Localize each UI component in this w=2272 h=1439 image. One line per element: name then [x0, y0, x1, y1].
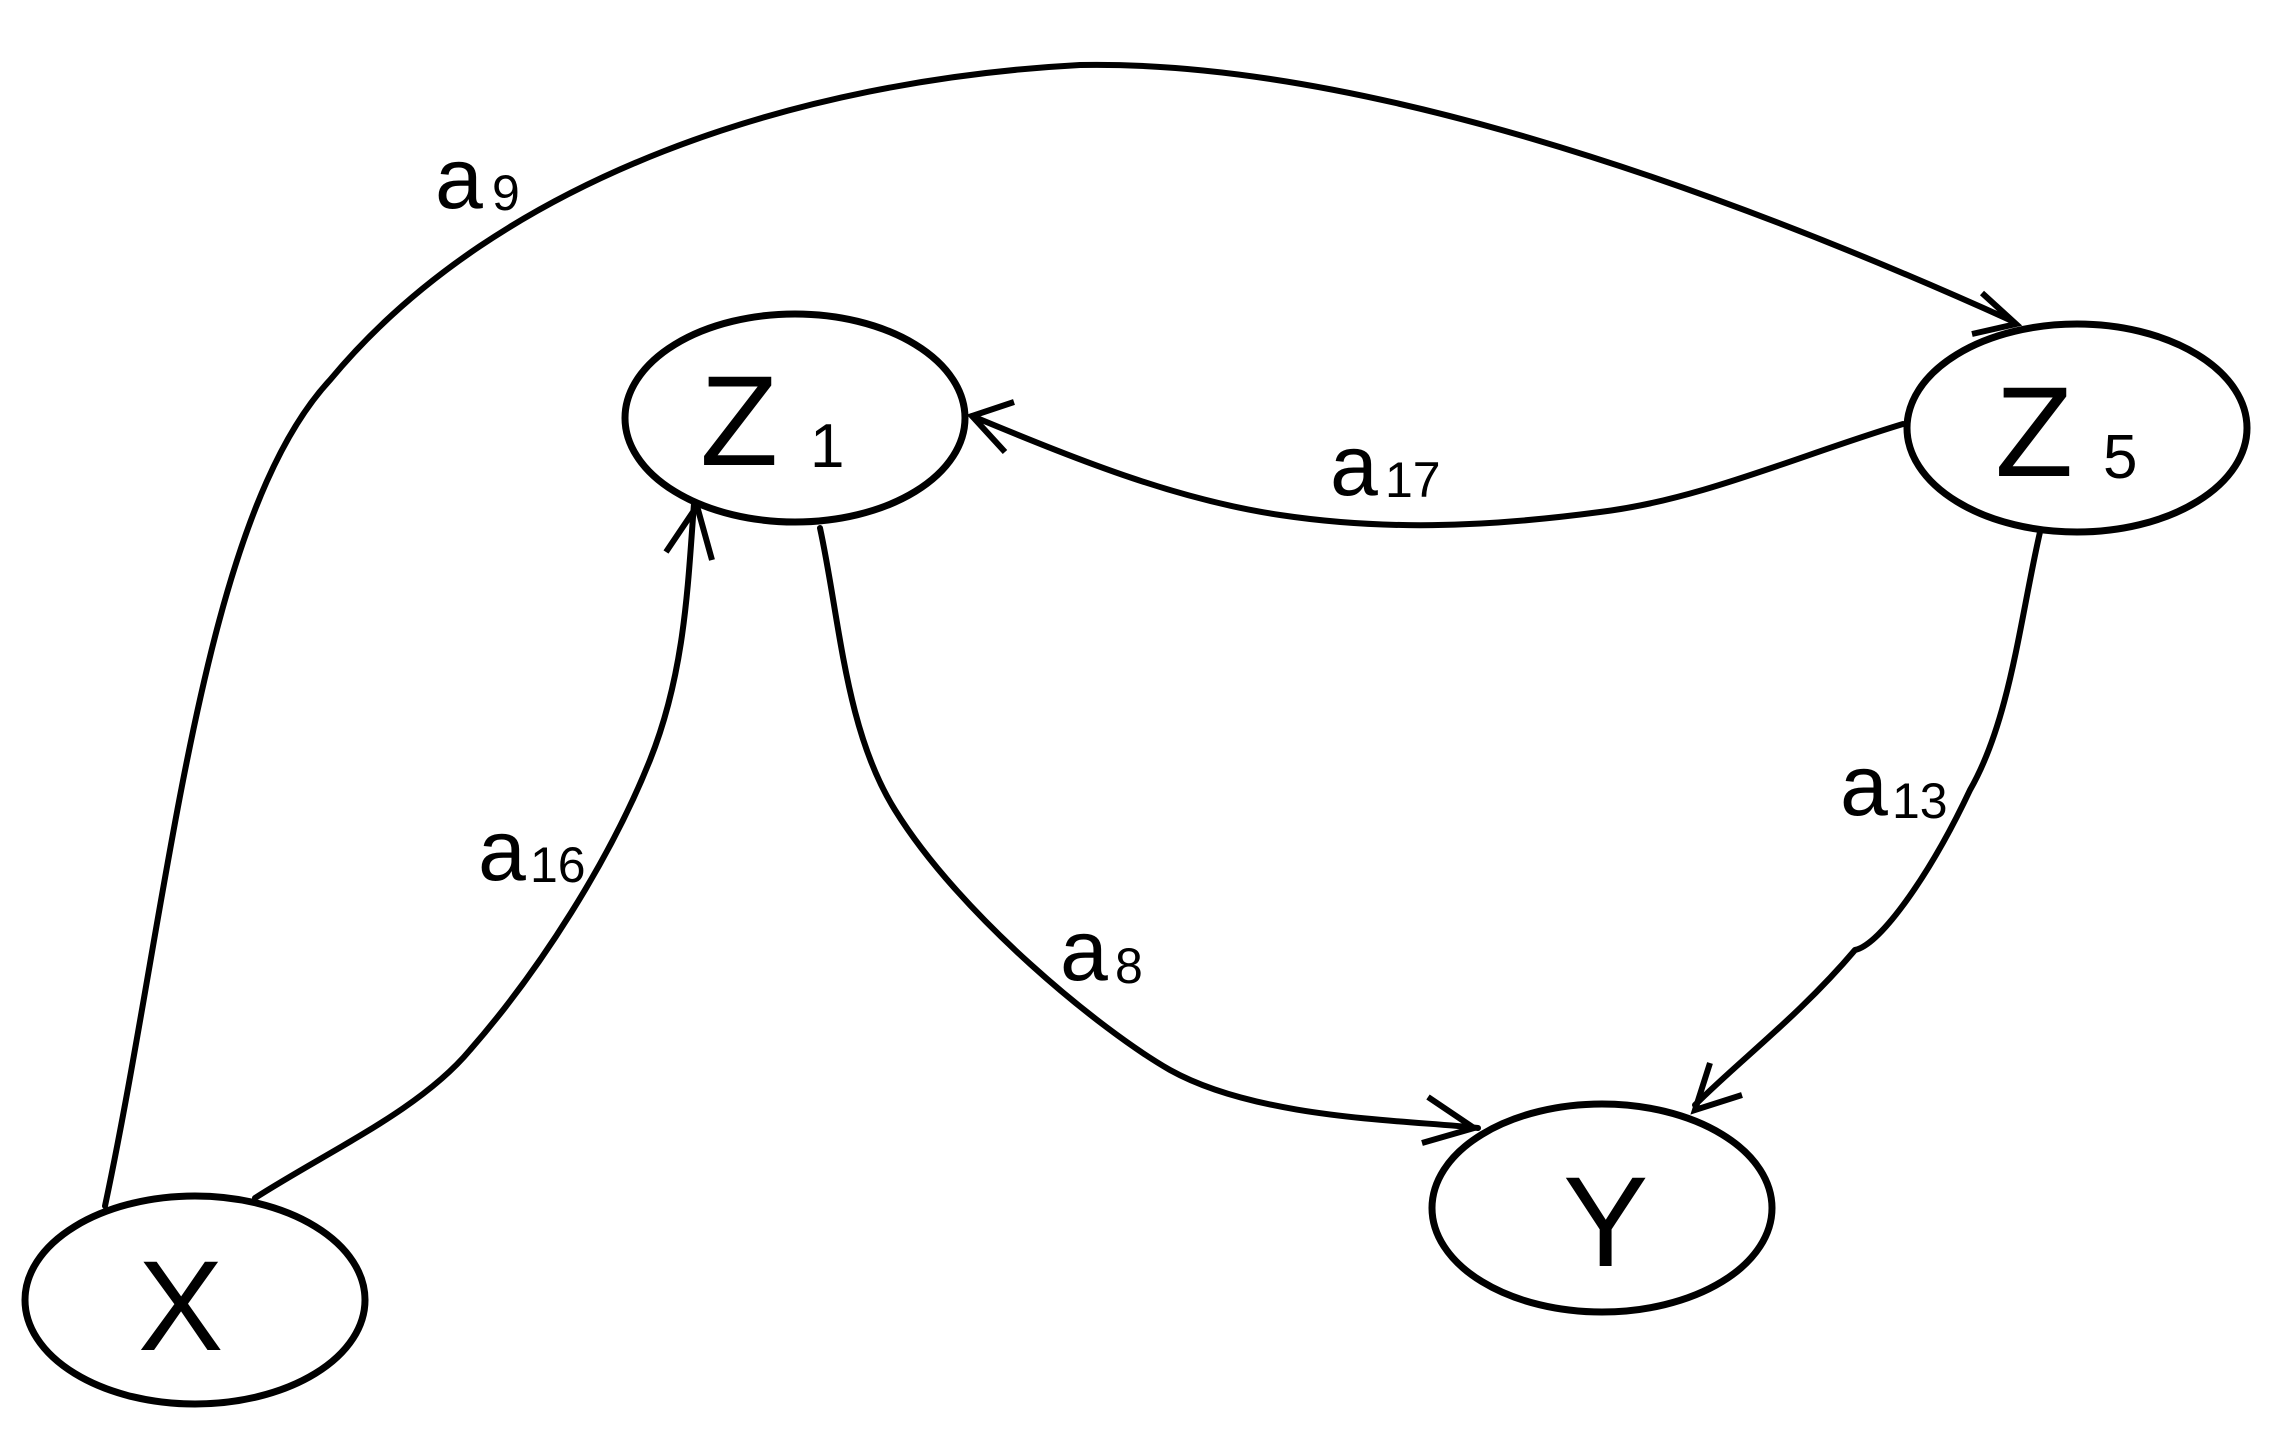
edge-label-a13-main: a	[1840, 738, 1888, 834]
edge-z1-to-y	[817, 525, 1482, 1146]
edge-label-a8-main: a	[1060, 903, 1108, 999]
edge-label-a16-subscript: 16	[530, 837, 586, 893]
edge-z5-to-z1	[966, 399, 1906, 529]
node-y-label: Y	[1563, 1151, 1648, 1294]
node-x: X	[21, 1192, 369, 1408]
edge-z5-to-z1-arrowhead	[966, 399, 1015, 455]
node-z5-label: Z	[1995, 361, 2073, 504]
node-z1-subscript: 1	[810, 412, 844, 481]
edge-label-a13-subscript: 13	[1892, 773, 1948, 829]
edge-label-a16: a 16	[478, 803, 586, 899]
node-z5: Z 5	[1903, 320, 2251, 536]
edge-z5-to-y	[1690, 529, 2043, 1115]
edge-label-a9: a 9	[435, 131, 520, 227]
edge-label-a9-main: a	[435, 131, 483, 227]
edge-x-to-z5	[102, 61, 2023, 1209]
edge-label-a13: a 13	[1840, 738, 1948, 834]
node-x-label: X	[138, 1235, 223, 1378]
node-z1: Z 1	[621, 310, 969, 526]
node-z1-label: Z	[700, 350, 778, 493]
edge-label-a17: a 17	[1330, 418, 1441, 514]
edge-z5-to-y-arrowhead	[1690, 1062, 1743, 1115]
edge-label-a8-subscript: 8	[1115, 938, 1143, 994]
edge-x-to-z5-arrowhead	[1971, 290, 2023, 337]
edge-label-a8: a 8	[1060, 903, 1143, 999]
edge-label-a17-subscript: 17	[1385, 452, 1441, 508]
edge-label-a9-subscript: 9	[492, 165, 520, 221]
node-y: Y	[1428, 1100, 1776, 1316]
edge-label-a17-main: a	[1330, 418, 1378, 514]
edge-label-a16-main: a	[478, 803, 526, 899]
node-z5-subscript: 5	[2103, 423, 2137, 492]
edge-z1-to-y-arrowhead	[1421, 1094, 1482, 1146]
